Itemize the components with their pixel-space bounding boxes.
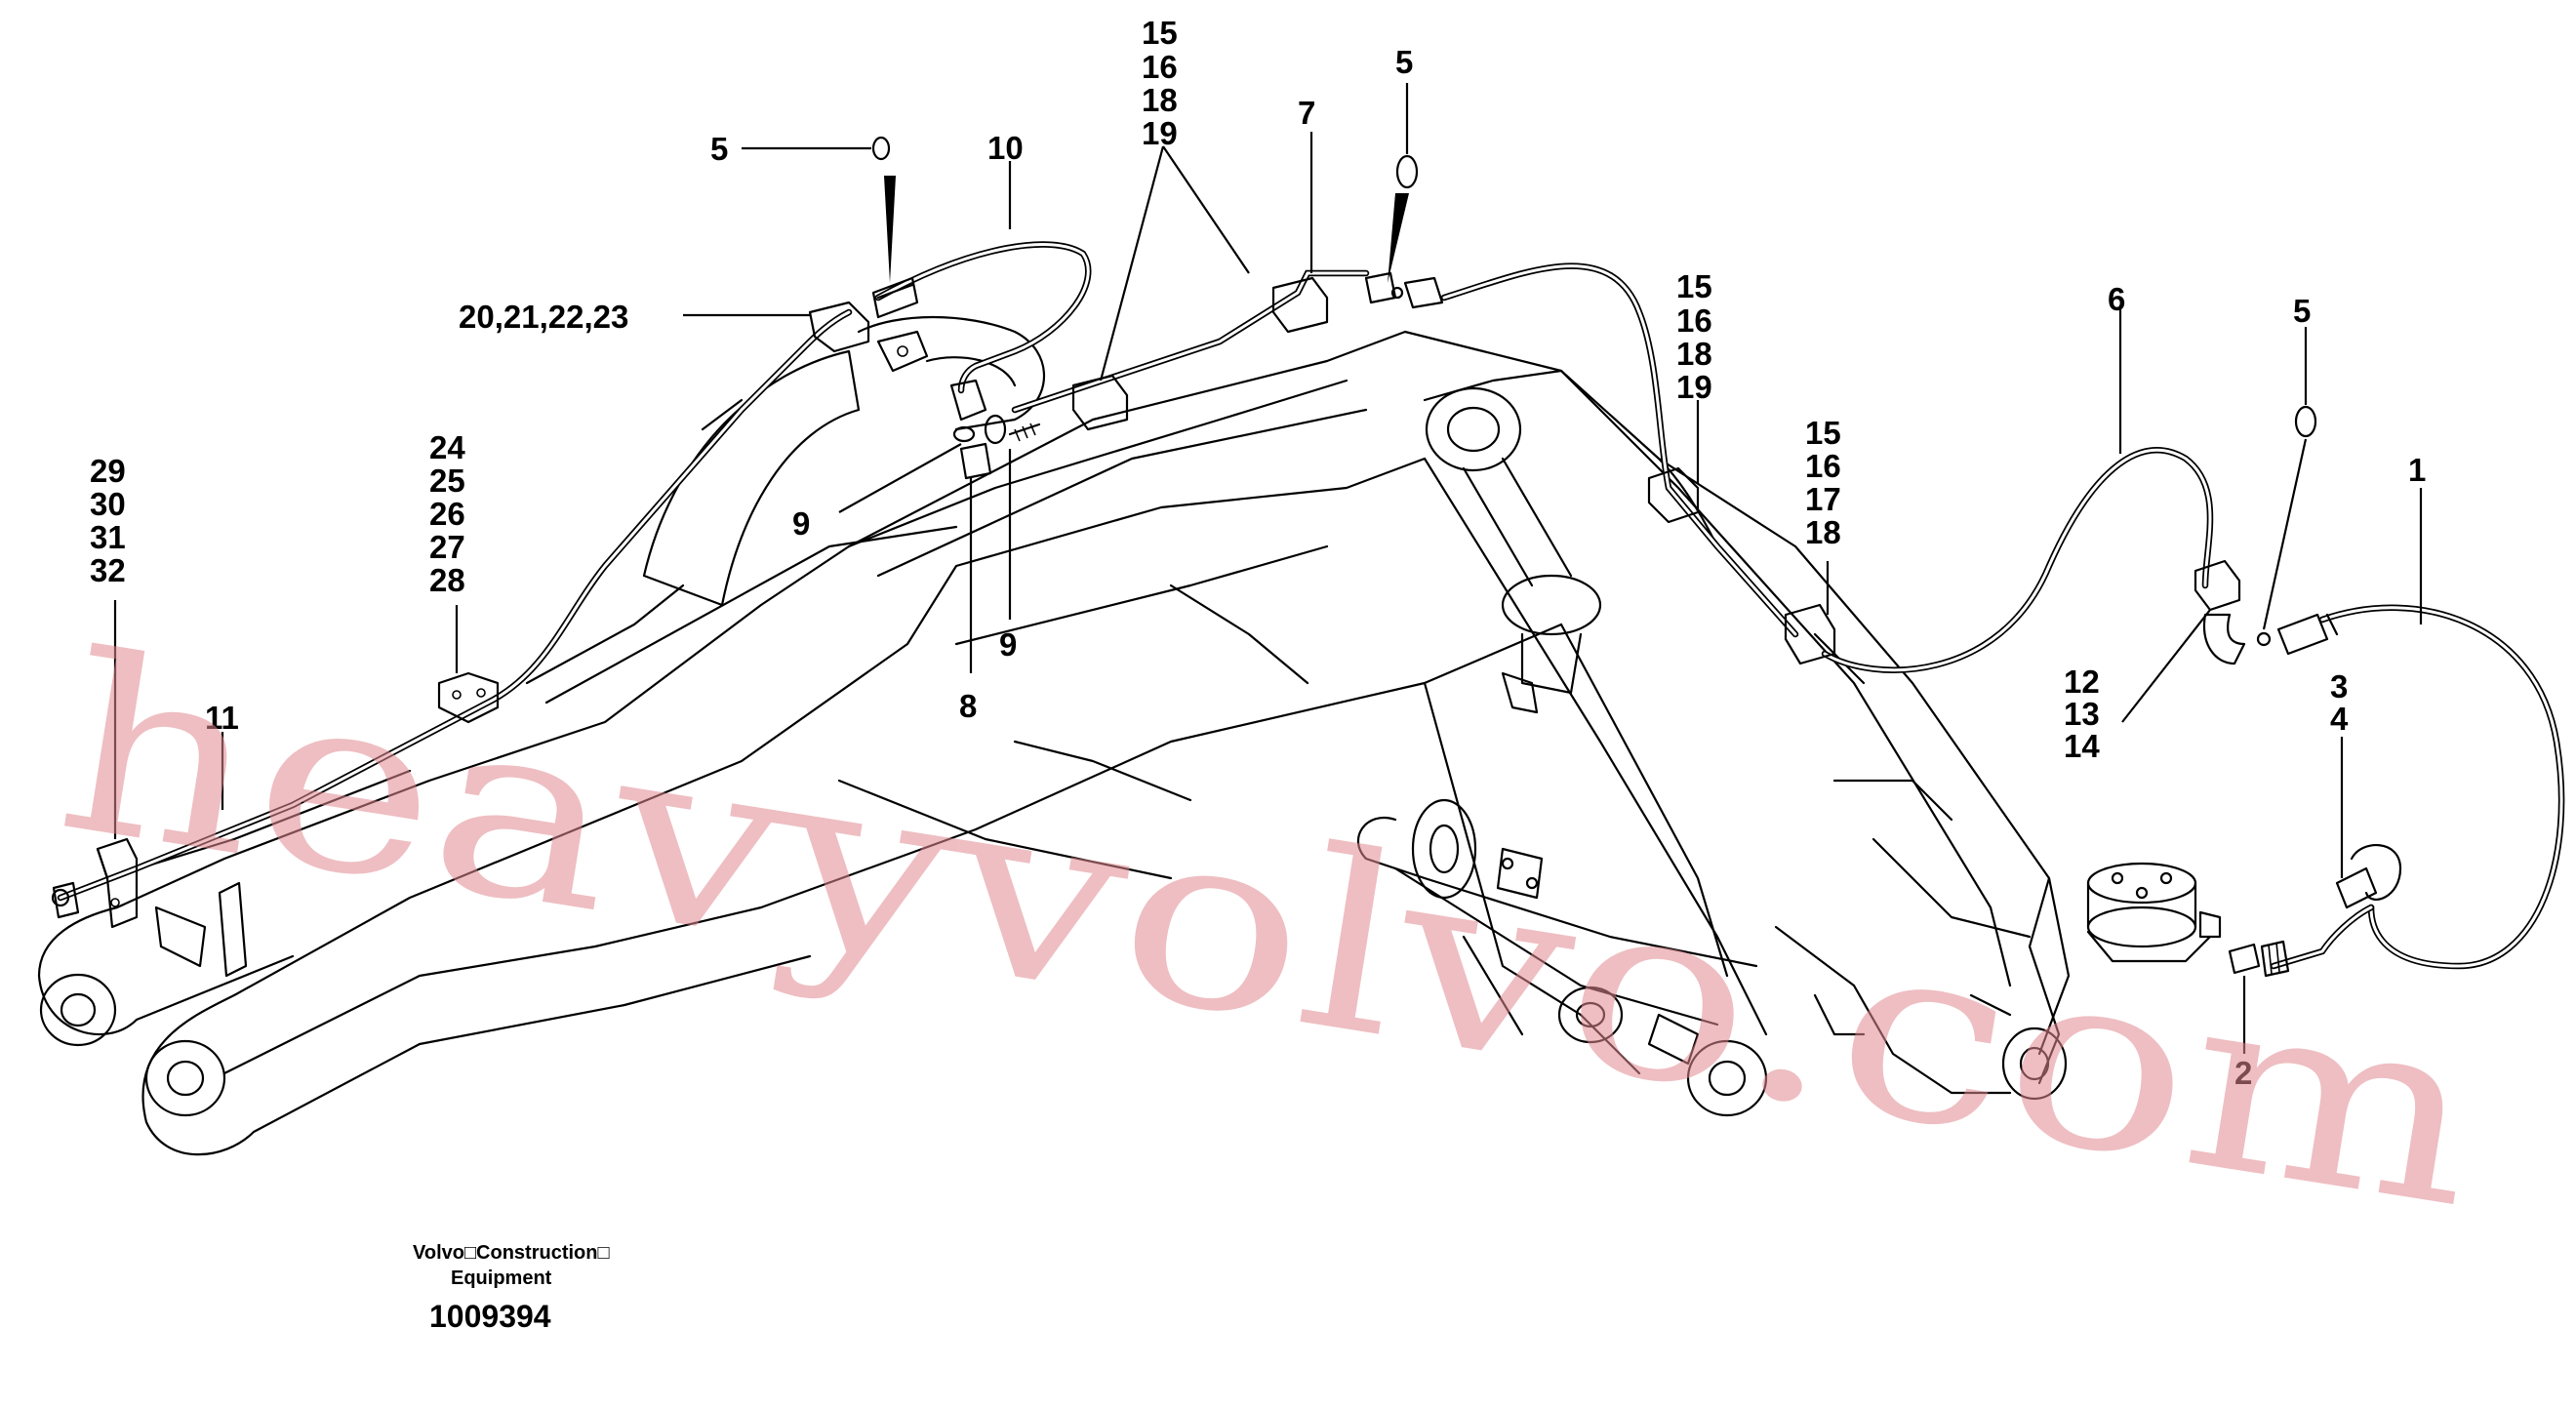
callout-label: 5 <box>710 131 728 167</box>
callout-label: 18 <box>1676 336 1712 372</box>
clamp-icon <box>1271 276 1329 334</box>
callout-label: 8 <box>959 688 977 724</box>
callout-label: 19 <box>1676 369 1712 405</box>
brand-line-1: Volvo□Construction□ <box>413 1242 610 1264</box>
o-ring-icon <box>871 136 891 161</box>
clamp-icon <box>437 671 500 724</box>
callout-labels: 1 2 3 4 5 5 5 6 7 8 9 9 10 11 12 13 14 1… <box>90 15 2426 1091</box>
callout-label: 30 <box>90 486 126 522</box>
callout-label: 7 <box>1298 95 1315 131</box>
hose-lines <box>57 241 2565 970</box>
hose-fitting-icon <box>2335 844 2402 909</box>
watermark: heavyvolvo.com <box>43 600 2497 1263</box>
o-ring-icon <box>1395 154 1419 189</box>
clamp-icon <box>1784 603 1836 665</box>
callout-label: 13 <box>2064 696 2100 732</box>
brand-line-2: Equipment <box>451 1268 552 1289</box>
callout-label: 26 <box>429 496 465 532</box>
callout-label: 4 <box>2330 701 2349 737</box>
callout-label: 18 <box>1142 82 1178 118</box>
callout-label: 28 <box>429 562 465 598</box>
callout-label: 6 <box>2108 281 2125 317</box>
callout-label: 9 <box>999 626 1017 663</box>
leader-arrow <box>1388 193 1409 283</box>
callout-label: 27 <box>429 529 465 565</box>
callout-label: 16 <box>1142 49 1178 85</box>
callout-label: 15 <box>1676 268 1712 304</box>
callout-label: 1 <box>2408 452 2426 488</box>
clamp-icon <box>96 837 139 929</box>
fitting-icon <box>871 276 919 319</box>
callout-label: 16 <box>1676 302 1712 339</box>
bolt-icon <box>51 881 80 919</box>
callout-label: 18 <box>1805 514 1841 550</box>
callout-label: 3 <box>2330 668 2348 704</box>
nipple-fitting-icon <box>2228 940 2290 978</box>
callout-label: 10 <box>987 130 1024 166</box>
clamps-fittings <box>51 136 2402 978</box>
callout-label: 20,21,22,23 <box>459 299 628 335</box>
motor-block-icon <box>2086 862 2222 963</box>
o-ring-icon <box>2294 405 2317 438</box>
callout-label: 32 <box>90 552 126 588</box>
callout-label: 9 <box>792 505 810 542</box>
leader-arrow <box>884 176 896 283</box>
callout-label: 15 <box>1805 415 1841 451</box>
clamp-icon <box>808 301 929 373</box>
callout-label: 11 <box>205 700 239 736</box>
callout-label: 19 <box>1142 115 1178 151</box>
callout-label: 29 <box>90 453 126 489</box>
elbow-fitting-icon <box>2202 613 2339 665</box>
callout-label: 5 <box>2293 293 2311 329</box>
clamp-icon <box>1647 466 1700 524</box>
callout-label: 2 <box>2234 1055 2252 1091</box>
callout-label: 16 <box>1805 448 1841 484</box>
callout-label: 24 <box>429 429 465 465</box>
callout-label: 14 <box>2064 728 2100 764</box>
drawing-number: 1009394 <box>429 1299 551 1334</box>
footer-brand: Volvo□Construction□ Equipment 1009394 <box>413 1242 610 1334</box>
callout-label: 25 <box>429 463 465 499</box>
callout-label: 5 <box>1395 44 1413 80</box>
swivel-fitting-icon <box>949 379 1041 480</box>
callout-label: 15 <box>1142 15 1178 51</box>
callout-label: 17 <box>1805 481 1841 517</box>
callout-label: 12 <box>2064 664 2100 700</box>
clamp-icon <box>1071 374 1129 431</box>
clamp-icon <box>2194 559 2241 612</box>
leader-lines <box>113 83 2423 1054</box>
callout-label: 31 <box>90 519 126 555</box>
fitting-icon <box>1364 271 1444 309</box>
